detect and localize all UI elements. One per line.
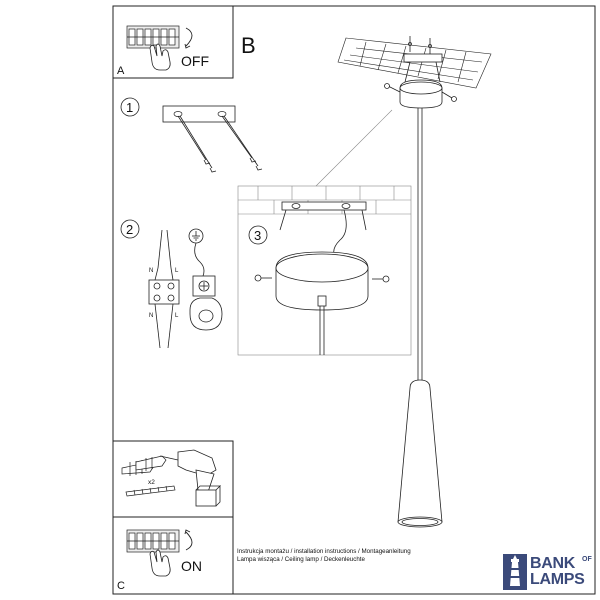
step-1: 1	[120, 97, 263, 173]
tools-panel: x2	[112, 440, 234, 518]
step-2: 2 N L N L	[120, 219, 223, 349]
canopy-icon	[384, 79, 457, 109]
screw-icon	[125, 485, 176, 497]
panel-a-letter: A	[117, 65, 125, 77]
hand-on-icon	[149, 549, 171, 577]
outer-frame	[112, 5, 596, 595]
terminal-l-top: L	[175, 268, 179, 274]
logo-line-1: BANK	[530, 555, 576, 572]
step-3-number: 3	[254, 228, 261, 243]
bracket-detail-icon	[279, 201, 367, 231]
wall-plugs-icon	[121, 455, 167, 476]
terminal-n-bottom: N	[149, 313, 153, 319]
lighthouse-logo-icon	[503, 554, 527, 590]
step-3-badge	[248, 225, 268, 245]
step-3-detail: 3	[237, 109, 412, 356]
panel-c-switch-label: ON	[181, 558, 202, 574]
breaker-box-on-icon	[126, 529, 180, 553]
panel-b-letter: B	[241, 33, 256, 58]
screw-right-icon	[372, 275, 390, 283]
ground-symbol-icon	[188, 228, 205, 277]
panel-c-frame	[112, 516, 234, 595]
caption-line-1: Instrukcja montażu / installation instru…	[237, 548, 411, 555]
breaker-box-icon	[126, 25, 180, 49]
terminal-l-bottom: L	[175, 313, 179, 319]
canopy-detail-icon	[275, 251, 369, 311]
drill-icon	[159, 449, 221, 507]
tools-quantity: x2	[148, 479, 155, 486]
switch-on-arrow-icon	[185, 531, 193, 551]
hand-icon	[149, 43, 171, 71]
ground-terminal-icon	[189, 275, 223, 331]
step-2-badge	[120, 219, 140, 239]
step-1-badge	[120, 97, 140, 117]
step-2-number: 2	[126, 222, 133, 237]
ceiling-tiles-icon	[337, 37, 492, 89]
logo-of: OF	[582, 556, 592, 563]
ceiling-wires-icon	[177, 115, 263, 173]
panel-a: A OFF	[112, 5, 234, 79]
screw-left-icon	[254, 274, 272, 282]
bank-of-lamps-logo: BANK OF LAMPS	[503, 554, 599, 594]
caption-line-2: Lampa wisząca / Ceiling lamp / Deckenleu…	[237, 556, 365, 563]
suspension-cable-icon	[417, 108, 423, 380]
terminal-n-top: N	[149, 268, 153, 274]
panel-a-switch-label: OFF	[181, 53, 209, 69]
logo-line-2: LAMPS	[530, 571, 585, 588]
caption: Instrukcja montażu / installation instru…	[237, 548, 411, 564]
switch-off-arrow-icon	[185, 27, 193, 47]
ceiling-lamp-illustration	[337, 36, 492, 528]
panel-c-letter: C	[117, 580, 125, 592]
cone-shade-icon	[397, 379, 443, 528]
cable-detail-icon	[319, 306, 325, 355]
step-1-number: 1	[126, 100, 133, 115]
panel-c: C ON	[112, 516, 234, 595]
wire-connector-icon	[148, 229, 180, 349]
mounting-bracket-icon	[403, 36, 443, 83]
